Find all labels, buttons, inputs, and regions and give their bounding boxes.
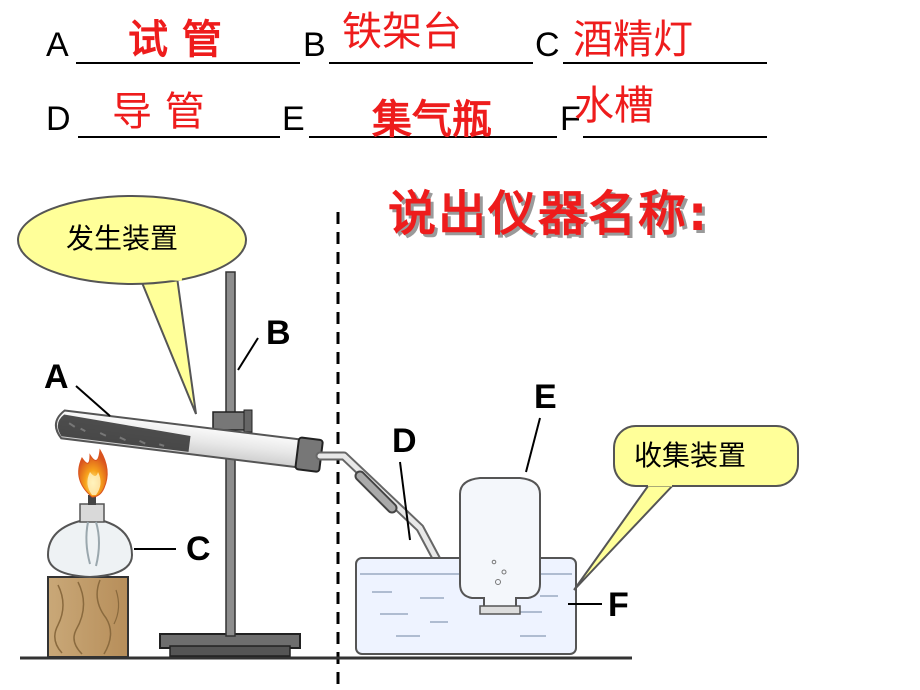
- quiz-answer-a: 试 管: [128, 17, 222, 63]
- quiz-letter-e: E: [282, 100, 305, 138]
- quiz-answer-d: 导 管: [112, 89, 205, 135]
- label-e: E: [534, 378, 557, 416]
- label-f: F: [608, 586, 629, 624]
- quiz-letter-f: F: [560, 100, 581, 138]
- callout-collection-bubble: [613, 425, 799, 487]
- label-d: D: [392, 422, 417, 460]
- quiz-blank-e[interactable]: [309, 136, 557, 138]
- quiz-blank-b[interactable]: [329, 62, 533, 64]
- gas-bottle: [459, 477, 541, 611]
- leader-a: [75, 385, 111, 417]
- quiz-answer-b: 铁架台: [342, 9, 462, 55]
- leader-b: [237, 337, 259, 371]
- quiz-answer-c: 酒精灯: [573, 17, 693, 63]
- alcohol-lamp-body: [46, 519, 134, 579]
- test-tube: [55, 409, 324, 473]
- quiz-letter-b: B: [303, 26, 326, 64]
- label-a: A: [44, 358, 69, 396]
- quiz-answer-f: 水槽: [574, 83, 654, 129]
- label-b: B: [266, 314, 291, 352]
- quiz-letter-a: A: [46, 26, 69, 64]
- instruction-title: 说出仪器名称:: [388, 186, 710, 242]
- quiz-blank-c[interactable]: [563, 62, 767, 64]
- callout-generation-text: 发生装置: [66, 222, 179, 255]
- lamp-neck: [79, 503, 105, 523]
- quiz-letter-d: D: [46, 100, 71, 138]
- quiz-letter-c: C: [535, 26, 560, 64]
- quiz-blank-a[interactable]: [76, 62, 300, 64]
- quiz-blank-d[interactable]: [78, 136, 280, 138]
- quiz-answer-e: 集气瓶: [372, 97, 492, 143]
- quiz-blank-f[interactable]: [583, 136, 767, 138]
- callout-collection-text: 收集装置: [634, 439, 747, 472]
- leader-d: [399, 461, 411, 541]
- callout-generation-bubble: [17, 195, 247, 285]
- label-c: C: [186, 530, 211, 568]
- leader-e: [525, 417, 541, 473]
